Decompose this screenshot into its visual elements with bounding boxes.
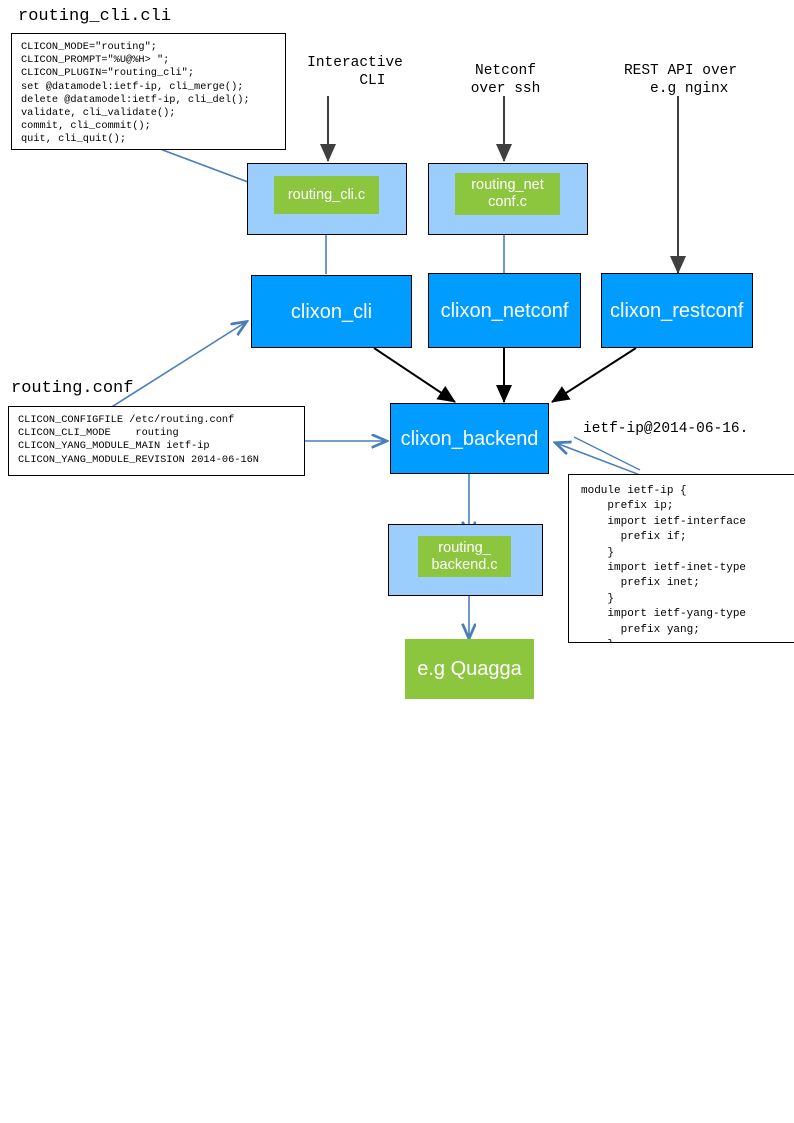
yang-file-label: ietf-ip@2014-06-16. [583,421,749,437]
plugin-routing-backend-c: routing_ backend.c [418,536,511,577]
process-clixon-restconf: clixon_restconf [601,273,753,348]
cli-plugin-panel: routing_cli.c [247,163,407,235]
yang-module-code-box: module ietf-ip { prefix ip; import ietf-… [568,474,794,643]
process-clixon-backend-label: clixon_backend [400,427,539,450]
routing-conf-code: CLICON_CONFIGFILE /etc/routing.conf CLIC… [18,414,259,466]
process-clixon-netconf: clixon_netconf [428,273,581,348]
caption-netconf-ssh: Netconf over ssh [470,63,541,97]
routing-cli-cli-code-box: CLICON_MODE="routing"; CLICON_PROMPT="%U… [11,33,286,150]
routing-daemon-label: e.g Quagga [417,658,522,680]
routing-daemon-quagga: e.g Quagga [405,639,534,699]
caption-rest-api: REST API over e.g nginx [623,63,738,97]
backend-plugin-panel: routing_ backend.c [388,524,543,596]
plugin-routing-netconf-c: routing_net conf.c [455,173,560,215]
routing-cli-file-label: routing_cli.cli [18,7,172,26]
caption-interactive-cli: Interactive CLI [307,55,403,89]
process-clixon-cli: clixon_cli [251,275,412,348]
routing-conf-code-box: CLICON_CONFIGFILE /etc/routing.conf CLIC… [8,406,305,476]
arrow-yang-to-backend [556,443,649,479]
leader-yang-label [573,436,641,471]
process-clixon-netconf-label: clixon_netconf [440,299,569,322]
yang-module-code: module ietf-ip { prefix ip; import ietf-… [581,485,747,642]
process-clixon-cli-label: clixon_cli [290,300,373,323]
process-clixon-restconf-label: clixon_restconf [610,299,744,322]
arrow-cli-to-backend [373,347,456,403]
arrow-restconf-to-backend [551,347,637,403]
plugin-routing-cli-c: routing_cli.c [274,176,379,214]
process-clixon-backend: clixon_backend [390,403,549,474]
netconf-plugin-panel: routing_net conf.c [428,163,588,235]
routing-conf-file-label: routing.conf [11,379,134,398]
routing-cli-cli-code: CLICON_MODE="routing"; CLICON_PROMPT="%U… [21,41,250,146]
